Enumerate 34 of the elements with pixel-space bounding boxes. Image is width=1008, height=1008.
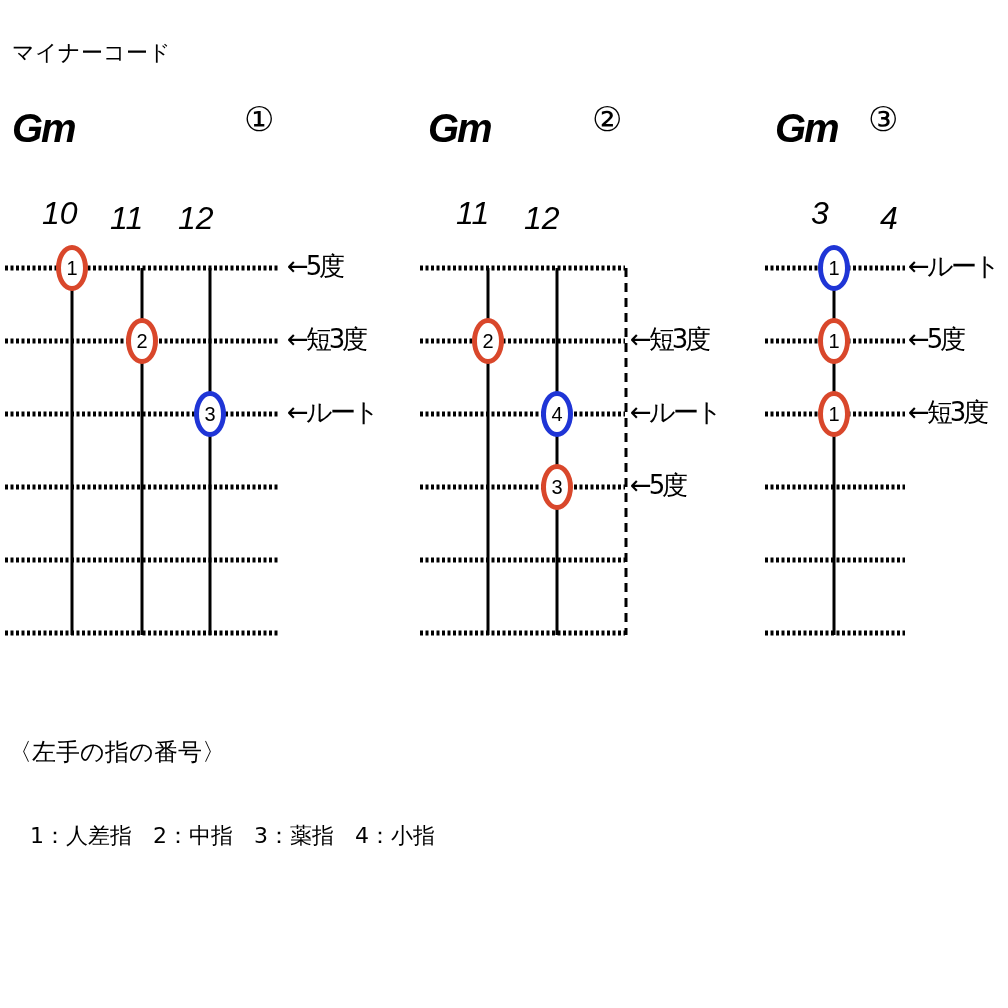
finger-dot: 2 [126,318,158,364]
fret-number: 12 [524,202,560,234]
finger-dot: 1 [818,318,850,364]
interval-label: ←短3度 [908,399,987,425]
fret-number: 11 [110,202,144,234]
finger-number-key: 1：人差指 2：中指 3：薬指 4：小指 [30,825,435,847]
interval-label: ←短3度 [287,326,366,352]
fret-number: 4 [880,202,898,234]
finger-dot: 4 [541,391,573,437]
diagram-number: ③ [868,102,899,136]
interval-label: ←ルート [630,399,720,425]
title: マイナーコード [12,42,171,64]
fret-number: 11 [456,197,490,229]
chord-name: Gm [775,108,838,148]
finger-dot: 1 [818,391,850,437]
interval-label: ←5度 [287,253,343,279]
interval-label: ←5度 [908,326,964,352]
interval-label: ←短3度 [630,326,709,352]
finger-dot: 1 [818,245,850,291]
fret-number: 3 [811,197,829,229]
finger-dot: 3 [194,391,226,437]
fret-number: 12 [178,202,214,234]
finger-dot: 2 [472,318,504,364]
chord-name: Gm [12,108,75,148]
finger-dot: 3 [541,464,573,510]
section-heading: 〈左手の指の番号〉 [8,740,226,764]
interval-label: ←5度 [630,472,686,498]
interval-label: ←ルート [287,399,377,425]
fret-number: 10 [42,197,78,229]
diagram-number: ② [592,102,623,136]
interval-label: ←ルート [908,253,998,279]
finger-dot: 1 [56,245,88,291]
chord-name: Gm [428,108,491,148]
diagram-number: ① [244,102,275,136]
